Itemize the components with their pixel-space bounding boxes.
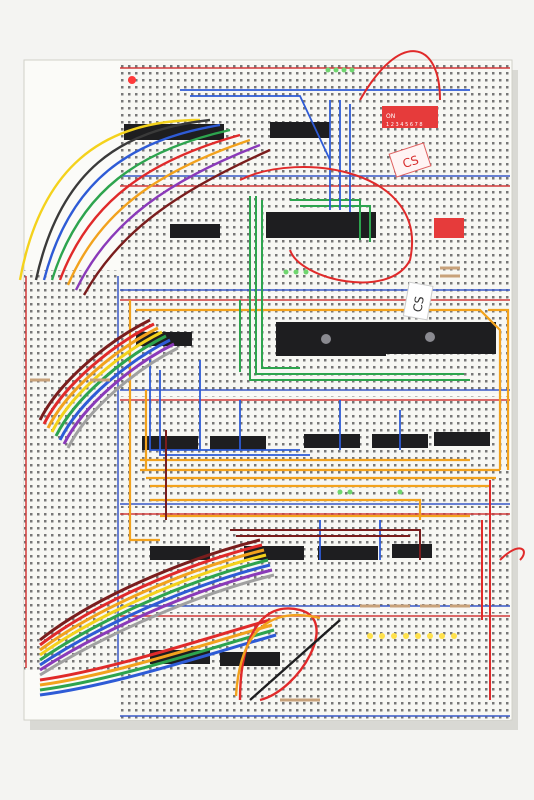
dip-switch-numbers: 1 2 3 4 5 6 7 8 xyxy=(386,122,423,128)
ic-chip xyxy=(150,546,210,560)
led-red xyxy=(128,76,136,84)
bottom-wire-loop xyxy=(234,607,341,702)
ic-chip xyxy=(392,544,432,558)
ic-chip xyxy=(210,436,266,450)
sticky-note-2-text: CS xyxy=(410,295,427,313)
ribbon-cable-left xyxy=(38,318,179,449)
breadboard-module xyxy=(120,612,510,720)
sticky-note-1: CS xyxy=(388,142,432,178)
ic-chip xyxy=(270,122,330,138)
ic-chip xyxy=(318,546,378,560)
orange-wires xyxy=(128,300,510,542)
ic-chip xyxy=(266,212,376,238)
dip-switch-red xyxy=(434,218,464,238)
dip-switch-blue xyxy=(382,106,438,128)
green-wires xyxy=(239,196,470,381)
ic-chip xyxy=(170,224,220,238)
eprom-window xyxy=(425,332,435,342)
eprom-window xyxy=(321,334,331,344)
ic-chip xyxy=(434,432,490,446)
red-wires xyxy=(239,50,525,700)
darkred-wires xyxy=(165,430,421,560)
top-wire-bundle xyxy=(18,118,271,296)
blue-wires xyxy=(149,89,470,560)
ic-chip xyxy=(386,322,496,354)
sticky-note-2: CS xyxy=(402,281,434,321)
resistors xyxy=(30,266,470,702)
sticky-note-1-text: CS xyxy=(401,153,421,171)
ic-chip xyxy=(304,434,360,448)
leds-yellow xyxy=(367,633,457,639)
dip-switch-label: ON xyxy=(386,113,395,120)
breadboard-left-strip xyxy=(24,270,120,670)
ic-chip xyxy=(136,332,192,346)
leds-green xyxy=(283,67,403,495)
ribbon-cable-bottom xyxy=(39,538,277,697)
ic-chip xyxy=(220,652,280,666)
ic-chip xyxy=(142,436,198,450)
breadboard-module xyxy=(120,396,510,508)
